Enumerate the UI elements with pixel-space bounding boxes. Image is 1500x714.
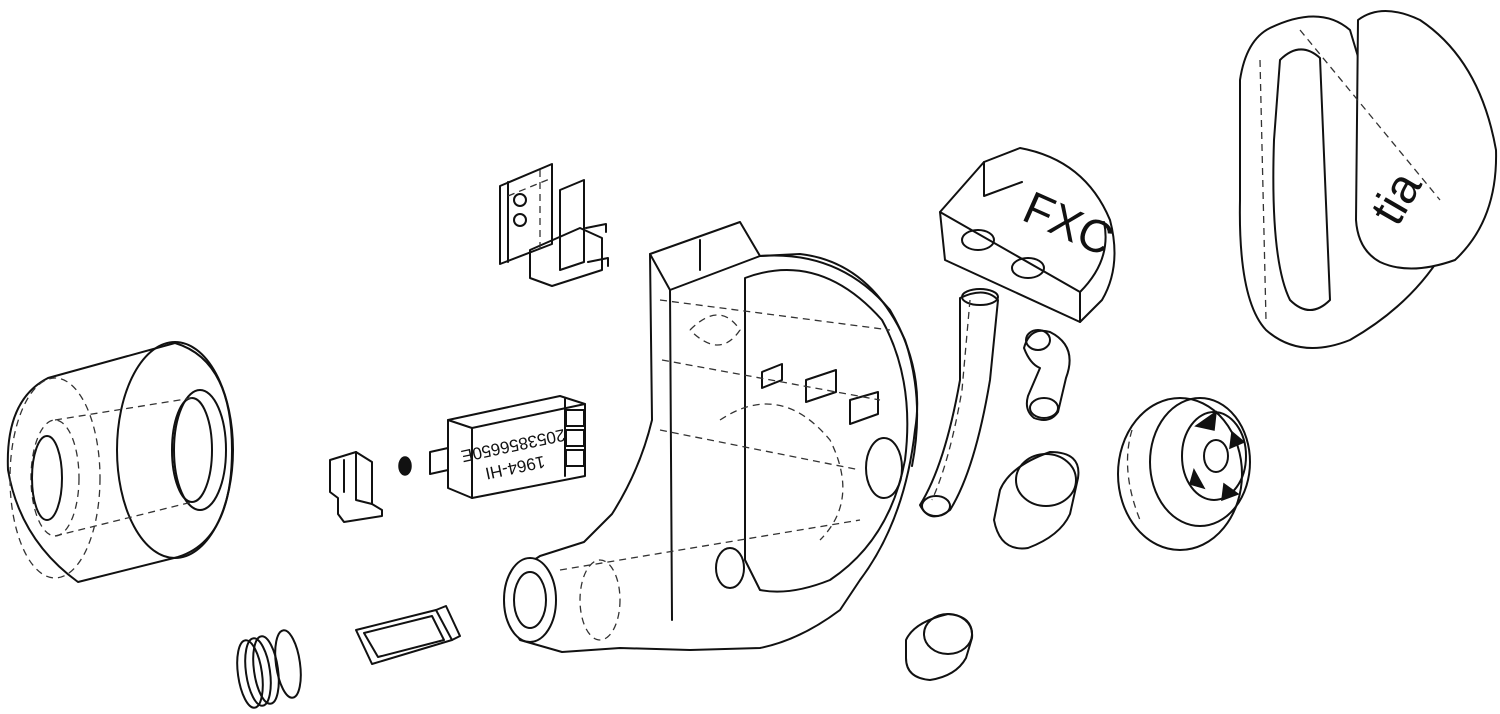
tiny-washer [398,456,412,476]
o-rings [236,629,302,709]
clip-bracket [329,451,383,523]
main-shell [503,221,919,653]
faceplate-shell [1238,10,1498,349]
acoustic-filter [355,605,461,665]
foam-ear-tip [6,341,234,583]
tia-driver [1117,397,1251,551]
fxc-plate [939,147,1116,323]
damper-cylinder-large [993,451,1080,550]
elbow-tube [1023,329,1071,421]
ba-driver [429,395,586,499]
crossover-module [499,163,609,287]
sound-tube [919,288,999,518]
damper-cylinder-small [905,613,974,681]
